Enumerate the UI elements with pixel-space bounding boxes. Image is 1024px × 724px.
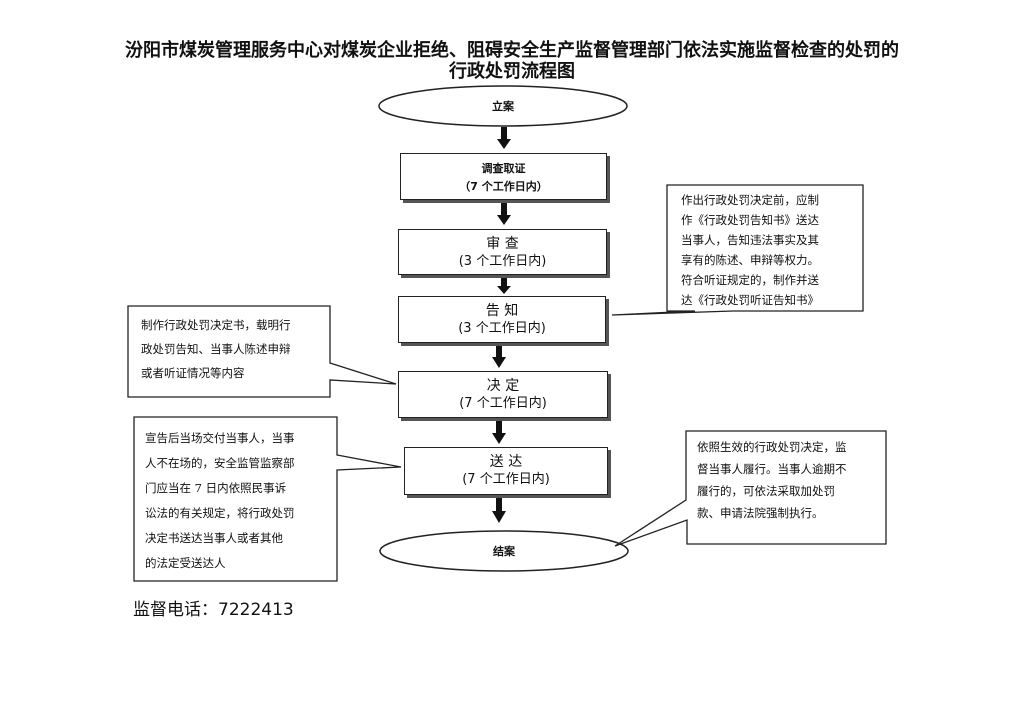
step-notify-duration: (3 个工作日内) xyxy=(458,321,546,336)
step-review: 审 查 (3 个工作日内) xyxy=(398,229,607,275)
callout-deliver-line: 宣告后当场交付当事人，当事 xyxy=(145,431,295,445)
callout-deliver: 宣告后当场交付当事人，当事 人不在场的，安全监管监察部 门应当在 7 日内依照民… xyxy=(145,426,337,576)
title-line-2: 行政处罚流程图 xyxy=(449,61,575,82)
arrow-down-2 xyxy=(497,203,511,225)
callout-notify-line: 享有的陈述、申辩等权力。 xyxy=(681,253,819,267)
callout-notify-line: 作《行政处罚告知书》送达 xyxy=(681,213,819,227)
step-decide: 决 定 (7 个工作日内) xyxy=(398,371,608,418)
step-review-name: 审 查 xyxy=(486,236,519,252)
arrow-down-3 xyxy=(497,277,511,294)
arrow-down-5 xyxy=(492,420,506,444)
step-investigate: 调查取证 （7 个工作日内） xyxy=(400,153,607,200)
step-decide-name: 决 定 xyxy=(486,378,520,394)
callout-deliver-line: 的法定受送达人 xyxy=(145,556,226,570)
supervision-phone: 监督电话：7222413 xyxy=(133,600,294,620)
callout-close-line: 督当事人履行。当事人逾期不 xyxy=(697,462,847,476)
arrow-down-4 xyxy=(492,344,506,368)
callout-decide-line: 制作行政处罚决定书，载明行 xyxy=(141,318,291,332)
step-deliver: 送 达 (7 个工作日内) xyxy=(404,447,608,495)
callout-deliver-line: 人不在场的，安全监管监察部 xyxy=(145,456,295,470)
title-line-1: 汾阳市煤炭管理服务中心对煤炭企业拒绝、阻碍安全生产监督管理部门依法实施监督检查的… xyxy=(125,40,899,61)
callout-notify-line: 当事人，告知违法事实及其 xyxy=(681,233,819,247)
step-notify-name: 告 知 xyxy=(485,303,519,319)
callout-notify: 作出行政处罚决定前，应制 作《行政处罚告知书》送达 当事人，告知违法事实及其 享… xyxy=(681,190,859,310)
step-investigate-duration: （7 个工作日内） xyxy=(459,180,548,193)
end-oval xyxy=(379,530,629,572)
arrow-down-6 xyxy=(492,497,506,523)
callout-decide-line: 或者听证情况等内容 xyxy=(141,366,245,380)
step-decide-duration: (7 个工作日内) xyxy=(459,396,547,411)
step-notify: 告 知 (3 个工作日内) xyxy=(398,296,606,343)
start-label: 立案 xyxy=(492,100,514,113)
callout-notify-line: 作出行政处罚决定前，应制 xyxy=(681,193,819,207)
step-deliver-duration: (7 个工作日内) xyxy=(462,472,550,487)
step-review-duration: (3 个工作日内) xyxy=(458,254,547,269)
callout-decide-shape xyxy=(127,305,397,398)
arrow-down-1 xyxy=(497,127,511,149)
callout-deliver-line: 讼法的有关规定，将行政处罚 xyxy=(145,506,295,520)
callout-notify-shape xyxy=(611,184,864,316)
callout-decide: 制作行政处罚决定书，载明行 政处罚告知、当事人陈述申辩 或者听证情况等内容 xyxy=(141,313,331,385)
callout-deliver-shape xyxy=(133,416,402,582)
callout-close-line: 履行的，可依法采取加处罚 xyxy=(697,484,835,498)
callout-notify-line: 达《行政处罚听证告知书》 xyxy=(681,293,819,307)
step-investigate-name: 调查取证 xyxy=(481,162,526,175)
callout-close-line: 依照生效的行政处罚决定，监 xyxy=(697,440,847,454)
callout-notify-line: 符合听证规定的，制作并送 xyxy=(681,273,819,287)
callout-deliver-line: 决定书送达当事人或者其他 xyxy=(145,531,283,545)
end-label: 结案 xyxy=(493,545,515,558)
step-deliver-name: 送 达 xyxy=(489,454,523,470)
callout-deliver-line: 门应当在 7 日内依照民事诉 xyxy=(145,481,287,495)
callout-close-shape xyxy=(614,430,887,547)
callout-close-line: 款、申请法院强制执行。 xyxy=(697,506,824,520)
callout-decide-line: 政处罚告知、当事人陈述申辩 xyxy=(141,342,291,356)
start-oval xyxy=(378,85,628,127)
callout-close: 依照生效的行政处罚决定，监 督当事人履行。当事人逾期不 履行的，可依法采取加处罚… xyxy=(697,436,883,524)
